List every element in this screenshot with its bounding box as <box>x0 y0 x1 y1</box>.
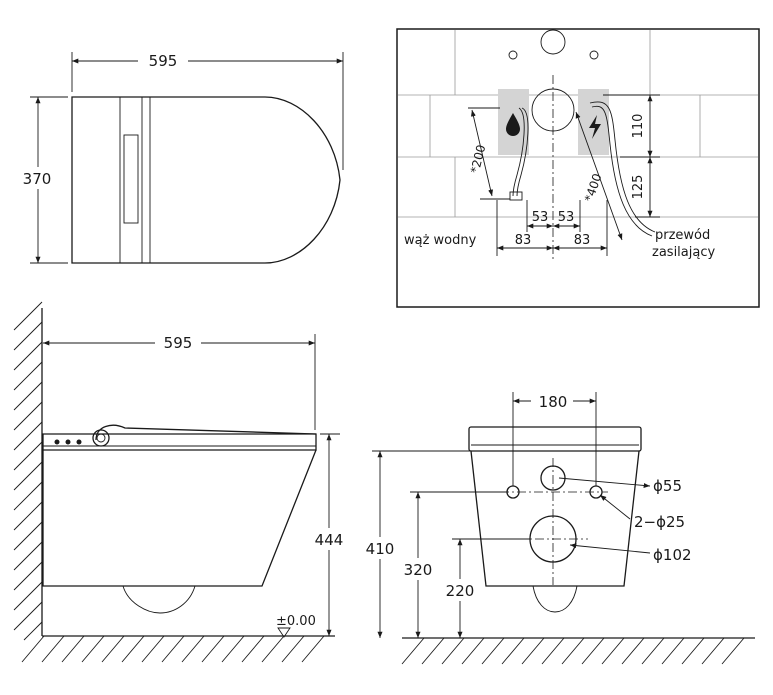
side-length-label: 595 <box>164 334 193 352</box>
rear-hole-55-leader <box>558 477 651 488</box>
rear-220-bg <box>440 579 480 601</box>
side-bowl-bottom <box>122 585 196 614</box>
rear-hole-102-label: ϕ102 <box>653 546 692 564</box>
frame-hole-right <box>589 50 599 60</box>
side-floor-hatch <box>21 635 325 663</box>
water-drop-icon <box>506 113 520 136</box>
hose-length-label: *200 <box>468 143 489 174</box>
rear-hole-25-leader <box>599 494 631 520</box>
power-cable-label-line1: przewód <box>655 228 710 243</box>
frame-top-hole <box>540 29 566 55</box>
water-hose-fitting <box>509 191 523 201</box>
hose-length-dim <box>470 109 494 197</box>
side-length-bg <box>155 333 201 353</box>
power-cable-label-line2: zasilający <box>652 245 715 260</box>
rear-hole-spacing-label: 180 <box>539 393 568 411</box>
offset-inner-right-label: 53 <box>558 210 575 225</box>
side-wall-hatch <box>13 301 43 641</box>
rear-bowl-outline <box>470 450 640 587</box>
connection-detail: *200 *400 110 125 53 53 83 83 wąż wodny … <box>396 28 760 308</box>
offset-outer-right-label: 83 <box>574 233 591 248</box>
side-bowl-outline <box>42 449 317 587</box>
side-seat-top-curve <box>95 424 317 441</box>
side-view: 595 444 ±0.00 <box>13 301 350 663</box>
water-hose-label: wąż wodny <box>404 233 477 248</box>
top-view-width-bg <box>138 50 188 70</box>
side-button-1 <box>54 439 60 445</box>
side-height-label: 444 <box>315 531 344 549</box>
rear-hole-25-label: 2−ϕ25 <box>634 513 685 531</box>
floor-level-label: ±0.00 <box>276 614 316 629</box>
top-view-outline <box>71 96 341 264</box>
side-control-knob <box>92 429 110 447</box>
side-button-2 <box>65 439 71 445</box>
rear-hole-102-leader <box>569 543 651 554</box>
top-view-control-panel <box>123 134 139 224</box>
rear-view: 180 ϕ55 2−ϕ25 ϕ102 410 320 220 <box>360 392 755 665</box>
cable-length-dim <box>575 111 623 241</box>
offset-outer-left-label: 83 <box>515 233 532 248</box>
floor-level-marker <box>277 627 291 638</box>
top-view-width-label: 595 <box>149 52 178 70</box>
frame-hole-left <box>508 50 518 60</box>
side-button-3 <box>76 439 82 445</box>
side-seat-lid <box>42 433 317 451</box>
rear-220-label: 220 <box>446 582 475 600</box>
water-hose-inner <box>512 107 525 197</box>
side-control-knob-inner <box>96 433 106 443</box>
rear-floor-hatch <box>401 637 745 665</box>
offset-inner-left-label: 53 <box>532 210 549 225</box>
connection-detail-frame <box>396 28 760 308</box>
rear-hole-spacing-bg <box>531 392 573 411</box>
rear-410-bg <box>360 537 400 559</box>
rear-320-label: 320 <box>404 561 433 579</box>
rear-bowl-bottom <box>532 585 578 613</box>
rear-hole-55-label: ϕ55 <box>653 477 682 495</box>
side-height-bg <box>308 528 350 550</box>
rear-seat <box>468 426 642 452</box>
rear-410-label: 410 <box>366 540 395 558</box>
height-upper-label: 110 <box>631 114 646 139</box>
top-view: 595 370 <box>14 50 344 264</box>
rear-320-bg <box>398 558 438 580</box>
water-hose <box>516 107 529 197</box>
top-view-depth-bg <box>14 167 60 189</box>
height-lower-label: 125 <box>631 175 646 200</box>
top-view-depth-label: 370 <box>23 170 52 188</box>
